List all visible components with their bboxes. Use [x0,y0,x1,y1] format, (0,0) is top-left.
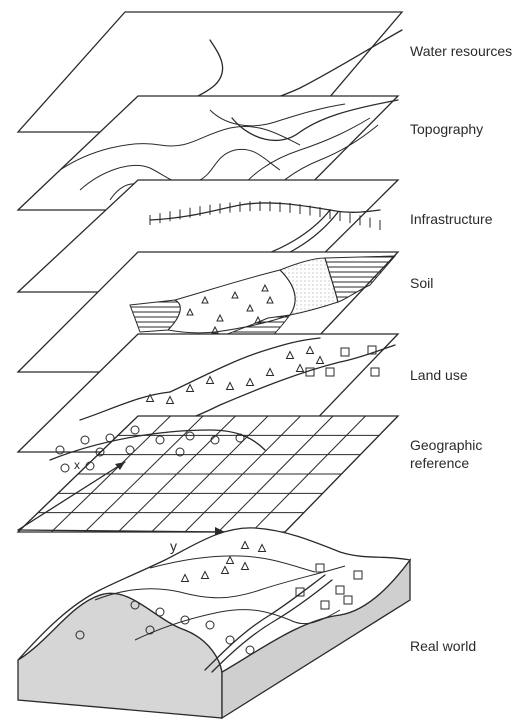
label-infrastructure: Infrastructure [410,210,492,228]
real-world-block [18,528,410,718]
label-land-use: Land use [410,366,468,384]
landuse-square-symbol [371,368,379,376]
axis-y-label: y [170,538,177,554]
label-soil: Soil [410,274,433,292]
label-water-resources: Water resources [410,42,512,60]
label-real-world: Real world [410,637,476,655]
axis-x-label: x [74,458,80,472]
label-topography: Topography [410,120,483,138]
label-geographic-reference: Geographic reference [410,436,500,472]
geo-circle-symbol [61,464,69,472]
